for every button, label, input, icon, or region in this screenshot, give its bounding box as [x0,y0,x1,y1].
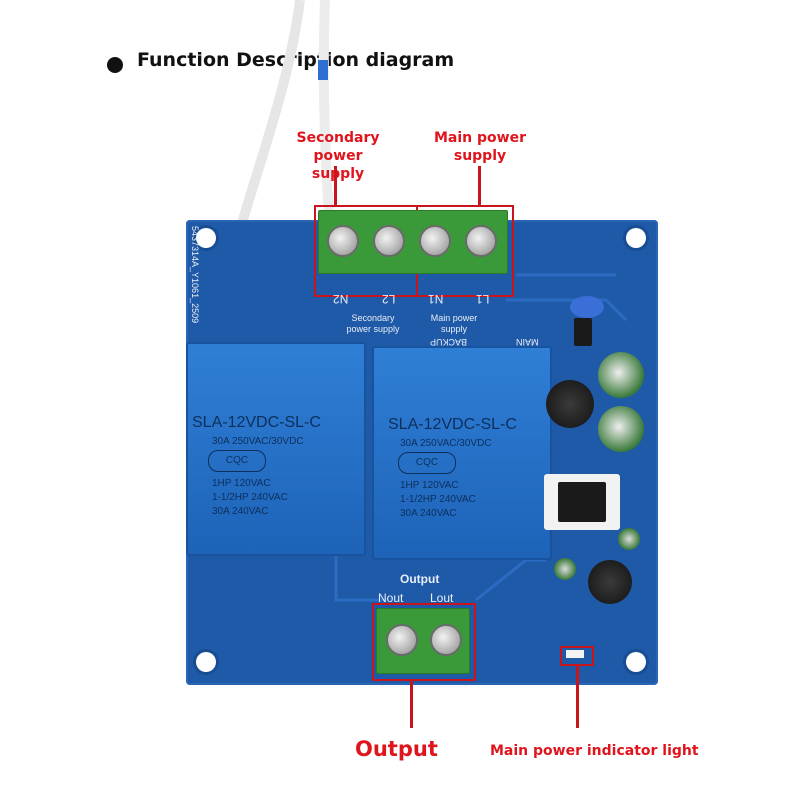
mount-hole [196,228,216,248]
screw-lout[interactable] [430,624,462,656]
green-capacitor [598,406,644,452]
electrolytic-capacitor [546,380,594,428]
callout-line [334,166,337,206]
output-box [372,603,476,681]
relay-main: SLA-12VDC-SL-C 30A 250VAC/30VDC CQC 1HP … [372,346,552,560]
silk-secondary-power: Secondary power supply [346,313,400,334]
relay-rating: 30A 250VAC/30VDC [212,436,304,447]
screw-nout[interactable] [386,624,418,656]
transistor [574,318,592,346]
cqc-logo: CQC [208,450,266,472]
silk-output: Output [400,572,440,586]
small-capacitor [618,528,640,550]
callout-line [576,664,579,728]
label-lout: Lout [430,591,454,605]
wire-image [235,0,335,230]
label-nout: Nout [378,591,404,605]
relay-model: SLA-12VDC-SL-C [192,414,321,431]
callout-line [478,166,481,206]
screw-n1[interactable] [419,225,451,257]
ic-chip [558,482,606,522]
callout-indicator-light: Main power indicator light [490,743,699,759]
callout-line [410,680,413,728]
indicator-led [566,650,584,658]
screw-n2[interactable] [327,225,359,257]
callout-secondary-power: Secondary power supply [296,130,380,182]
bullet-icon [107,57,123,73]
relay-model: SLA-12VDC-SL-C [388,416,517,433]
mount-hole [626,228,646,248]
page-title: Function Description diagram [137,49,455,71]
electrolytic-capacitor [588,560,632,604]
label-l1: L1 [476,292,490,306]
mount-hole [196,652,216,672]
relay-spec-line: 1-1/2HP 240VAC [400,494,476,505]
label-n2: N2 [333,292,349,306]
blue-capacitor [570,296,604,318]
relay-spec-line: 30A 240VAC [400,508,457,519]
mount-hole [626,652,646,672]
relay-spec-line: 1HP 120VAC [400,480,459,491]
cqc-logo: CQC [398,452,456,474]
relay-rating: 30A 250VAC/30VDC [400,438,492,449]
silk-main-power: Main power supply [430,313,478,334]
relay-backup: SLA-12VDC-SL-C 30A 250VAC/30VDC CQC 1HP … [186,342,366,556]
relay-spec-line: 1-1/2HP 240VAC [212,492,288,503]
relay-spec-line: 1HP 120VAC [212,478,271,489]
callout-output: Output [355,737,438,761]
pcb-traces [334,273,628,602]
label-n1: N1 [428,292,444,306]
screw-l1[interactable] [465,225,497,257]
serial-number: 5437314A_Y1061_2509 [190,226,200,324]
screw-l2[interactable] [373,225,405,257]
small-capacitor [554,558,576,580]
green-capacitor [598,352,644,398]
relay-spec-line: 30A 240VAC [212,506,269,517]
callout-main-power: Main power supply [434,130,526,164]
label-l2: L2 [382,292,396,306]
